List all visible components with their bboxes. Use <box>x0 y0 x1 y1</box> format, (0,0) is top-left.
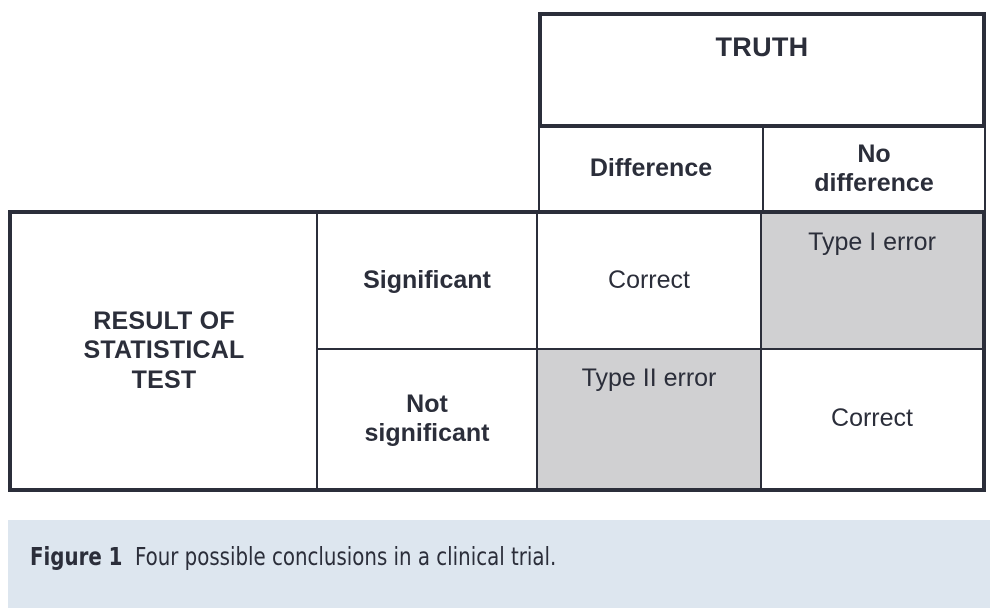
row-header-significant-line-1: Significant <box>363 266 491 295</box>
cell-significant-difference: Correct <box>538 214 762 350</box>
matrix-outer-frame <box>8 210 986 492</box>
figure-caption: Figure 1 Four possible conclusions in a … <box>30 542 556 571</box>
figure-caption-label: Figure 1 <box>30 542 123 571</box>
row-header-not-significant-line-2: significant <box>364 419 490 447</box>
row-header-not-significant-line-1: Not <box>406 389 448 418</box>
row-header-significant: Significant <box>318 214 538 350</box>
row-group-header-line-1: RESULT OF <box>93 306 235 335</box>
row-group-header-line-3: TEST <box>131 365 197 394</box>
column-header-difference-line-1: Difference <box>589 154 713 183</box>
figure-caption-body: Four possible conclusions in a clinical … <box>135 542 557 571</box>
column-header-no-difference-line-2: difference <box>814 169 934 197</box>
row-header-not-significant: Not significant <box>318 350 538 488</box>
column-header-no-difference: No difference <box>762 126 986 212</box>
cell-significant-no-difference: Type I error <box>762 214 982 350</box>
figure-caption-band: Figure 1 Four possible conclusions in a … <box>8 520 990 608</box>
column-header-no-difference-line-1: No <box>857 139 891 168</box>
column-header-difference: Difference <box>538 126 764 212</box>
cell-not-significant-no-difference: Correct <box>762 350 982 488</box>
row-group-header-result-of-statistical-test: RESULT OF STATISTICAL TEST <box>12 214 318 488</box>
cell-not-significant-difference: Type II error <box>538 350 762 488</box>
row-group-header-line-2: STATISTICAL <box>83 336 245 365</box>
column-group-header-truth: TRUTH <box>538 12 986 128</box>
